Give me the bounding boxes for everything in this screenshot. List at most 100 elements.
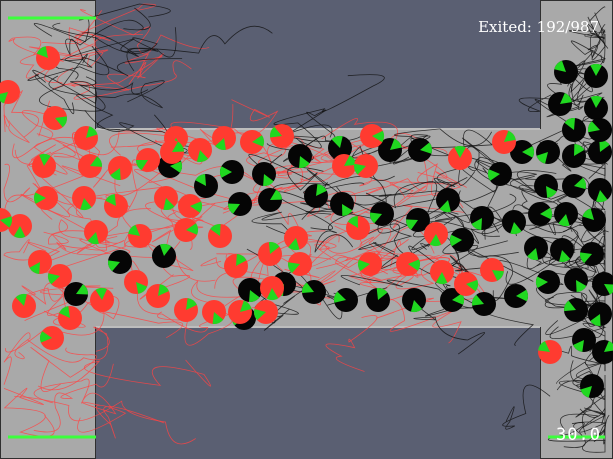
heading-wedge-icon	[582, 208, 594, 220]
heading-wedge-icon	[536, 152, 548, 164]
black-agent	[487, 162, 512, 186]
black-agent	[450, 228, 474, 252]
heading-wedge-icon	[540, 207, 552, 220]
agent-trail	[30, 347, 97, 393]
heading-wedge-icon	[333, 291, 346, 303]
heading-wedge-icon	[471, 218, 482, 230]
agent-trail	[12, 100, 54, 159]
heading-wedge-icon	[254, 309, 266, 321]
heading-wedge-icon	[107, 260, 120, 272]
red-agent	[360, 124, 385, 148]
heading-wedge-icon	[347, 216, 358, 228]
red-agent	[0, 80, 20, 104]
black-agent	[333, 288, 358, 312]
total-count: 987	[570, 18, 599, 36]
heading-wedge-icon	[0, 216, 12, 228]
agent-trail	[505, 252, 606, 285]
heading-wedge-icon	[288, 238, 300, 251]
agent-trail	[64, 27, 177, 61]
red-agent	[357, 252, 382, 276]
black-agent	[238, 278, 262, 303]
black-agent	[562, 174, 587, 198]
agent-trail	[502, 384, 551, 430]
red-agent	[43, 106, 68, 130]
heading-wedge-icon	[13, 226, 26, 239]
heading-wedge-icon	[527, 248, 539, 261]
red-agent	[174, 218, 199, 242]
black-agent	[572, 328, 596, 352]
heading-wedge-icon	[410, 300, 423, 313]
black-agent	[504, 284, 528, 308]
heading-wedge-icon	[170, 161, 183, 173]
red-agent	[224, 254, 248, 278]
heading-wedge-icon	[301, 282, 314, 293]
heading-wedge-icon	[604, 284, 613, 295]
heading-wedge-icon	[492, 270, 504, 281]
agent-trail	[39, 53, 106, 112]
agent-trail	[48, 75, 165, 109]
agent-trail	[77, 405, 165, 439]
agent-trail	[33, 363, 114, 433]
heading-wedge-icon	[487, 169, 500, 181]
heading-wedge-icon	[522, 146, 534, 158]
red-agent	[78, 154, 103, 178]
agent-trail	[305, 210, 354, 253]
agent-trail	[8, 36, 94, 62]
red-agent	[270, 124, 294, 148]
heading-wedge-icon	[466, 279, 479, 292]
red-agent	[202, 300, 226, 324]
red-agent	[448, 145, 472, 170]
black-agent	[436, 188, 460, 213]
red-agent	[287, 252, 312, 276]
red-agent	[90, 287, 114, 312]
black-agent	[288, 144, 312, 169]
red-agent	[212, 126, 236, 150]
heading-wedge-icon	[240, 300, 252, 312]
red-agent	[32, 153, 56, 178]
red-agent	[8, 214, 32, 239]
heading-wedge-icon	[86, 126, 98, 138]
heading-wedge-icon	[590, 95, 603, 108]
red-agent	[332, 154, 356, 178]
red-agent	[178, 194, 203, 218]
agent-trail	[27, 45, 110, 115]
heading-wedge-icon	[34, 192, 46, 204]
heading-wedge-icon	[263, 174, 274, 187]
heading-wedge-icon	[39, 153, 51, 166]
black-agent	[219, 160, 244, 184]
black-agent	[330, 192, 354, 216]
heading-wedge-icon	[159, 243, 172, 256]
heading-wedge-icon	[564, 300, 576, 312]
agent-trail	[340, 156, 448, 200]
heading-wedge-icon	[342, 204, 353, 216]
black-agent	[579, 242, 604, 266]
black-agent	[592, 340, 613, 364]
red-agent	[160, 140, 184, 164]
heading-wedge-icon	[90, 156, 103, 167]
agent-trail	[395, 254, 465, 290]
agent-trail	[248, 153, 324, 191]
heading-wedge-icon	[249, 290, 260, 303]
agent-trail	[3, 114, 30, 143]
red-agent	[154, 186, 178, 210]
red-agent	[260, 276, 284, 300]
heading-wedge-icon	[439, 200, 451, 213]
agent-trail	[14, 396, 196, 445]
corridor-top-edge	[96, 128, 540, 130]
red-agent	[538, 340, 562, 364]
black-agent	[502, 210, 526, 234]
red-agent	[47, 264, 72, 288]
agent-trail	[74, 3, 156, 56]
red-agent	[104, 194, 128, 218]
agent-trail	[345, 181, 449, 220]
black-agent	[107, 250, 132, 274]
black-agent	[304, 184, 328, 208]
black-agent	[588, 118, 612, 142]
agents	[0, 46, 613, 398]
heading-wedge-icon	[590, 314, 601, 327]
black-agent	[252, 162, 276, 187]
heading-wedge-icon	[435, 272, 448, 284]
heading-wedge-icon	[370, 212, 382, 224]
